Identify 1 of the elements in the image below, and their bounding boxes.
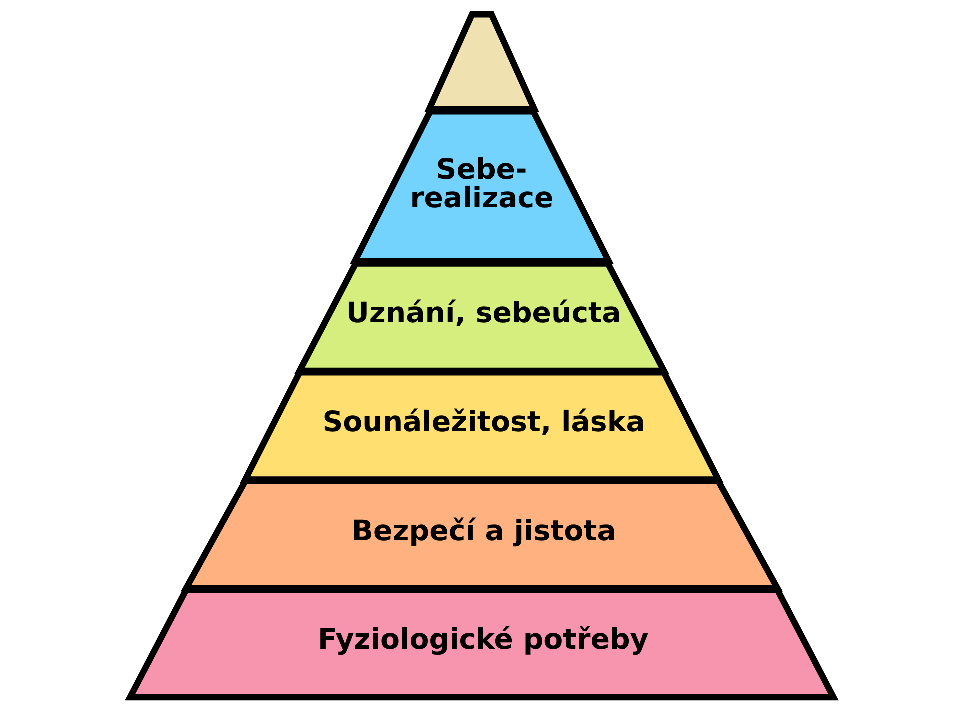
node-triangle xyxy=(424,11,539,112)
